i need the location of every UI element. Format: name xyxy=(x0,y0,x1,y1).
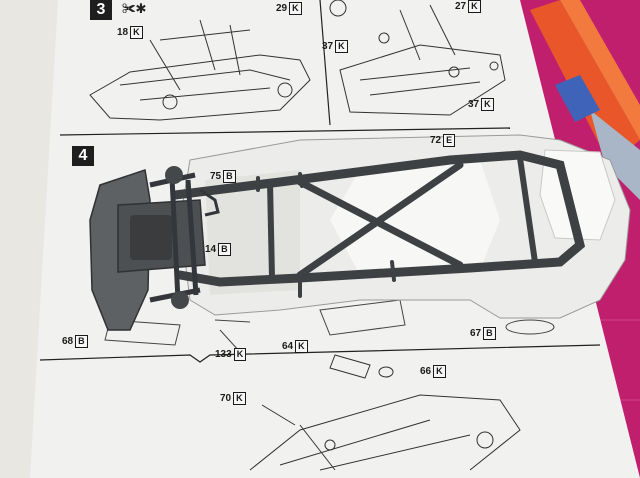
sprue-code: K xyxy=(233,392,246,405)
step-number-badge: 4 xyxy=(72,146,94,166)
sprue-code: K xyxy=(335,40,348,53)
sprue-code: E xyxy=(443,134,456,147)
glue-icon: ✀✱ xyxy=(122,0,147,16)
sprue-code: B xyxy=(75,335,88,348)
step3-drawing-left xyxy=(89,19,311,121)
sprue-code: K xyxy=(433,365,446,378)
sprue-code: K xyxy=(289,2,302,15)
sprue-code: B xyxy=(483,327,496,340)
sprue-code: K xyxy=(130,26,143,39)
sheet-under-page xyxy=(0,0,58,478)
orange-marker xyxy=(530,0,640,200)
part-number: 67 xyxy=(470,328,482,339)
part-number: 37 xyxy=(468,99,480,110)
part-number: 37 xyxy=(322,41,334,52)
part-number: 75 xyxy=(210,171,222,182)
part-number: 70 xyxy=(220,393,232,404)
part-number: 18 xyxy=(117,27,129,38)
panel-divider xyxy=(39,344,601,363)
front-suspension xyxy=(89,166,220,331)
part-number: 27 xyxy=(455,1,467,12)
panel-divider xyxy=(59,127,511,136)
sprue-code: K xyxy=(468,0,481,13)
sprue-code: K xyxy=(481,98,494,111)
part-number: 29 xyxy=(276,3,288,14)
lower-diagram xyxy=(249,354,521,471)
sprue-code: K xyxy=(233,348,247,361)
sprue-code: B xyxy=(218,243,231,256)
sprue-code: B xyxy=(223,170,236,183)
part-number: 14 xyxy=(205,244,217,255)
chassis-frame xyxy=(170,150,586,298)
step4-parts xyxy=(104,299,555,353)
step3-drawing-right xyxy=(329,0,506,116)
part-number: 72 xyxy=(430,135,442,146)
panel-divider xyxy=(319,0,331,126)
part-number: 66 xyxy=(420,366,432,377)
sprue-code: K xyxy=(295,340,308,353)
part-number: 68 xyxy=(62,336,74,347)
part-number: 133 xyxy=(215,349,232,360)
part-number: 64 xyxy=(282,341,294,352)
step-number-badge: 3 xyxy=(90,0,112,20)
